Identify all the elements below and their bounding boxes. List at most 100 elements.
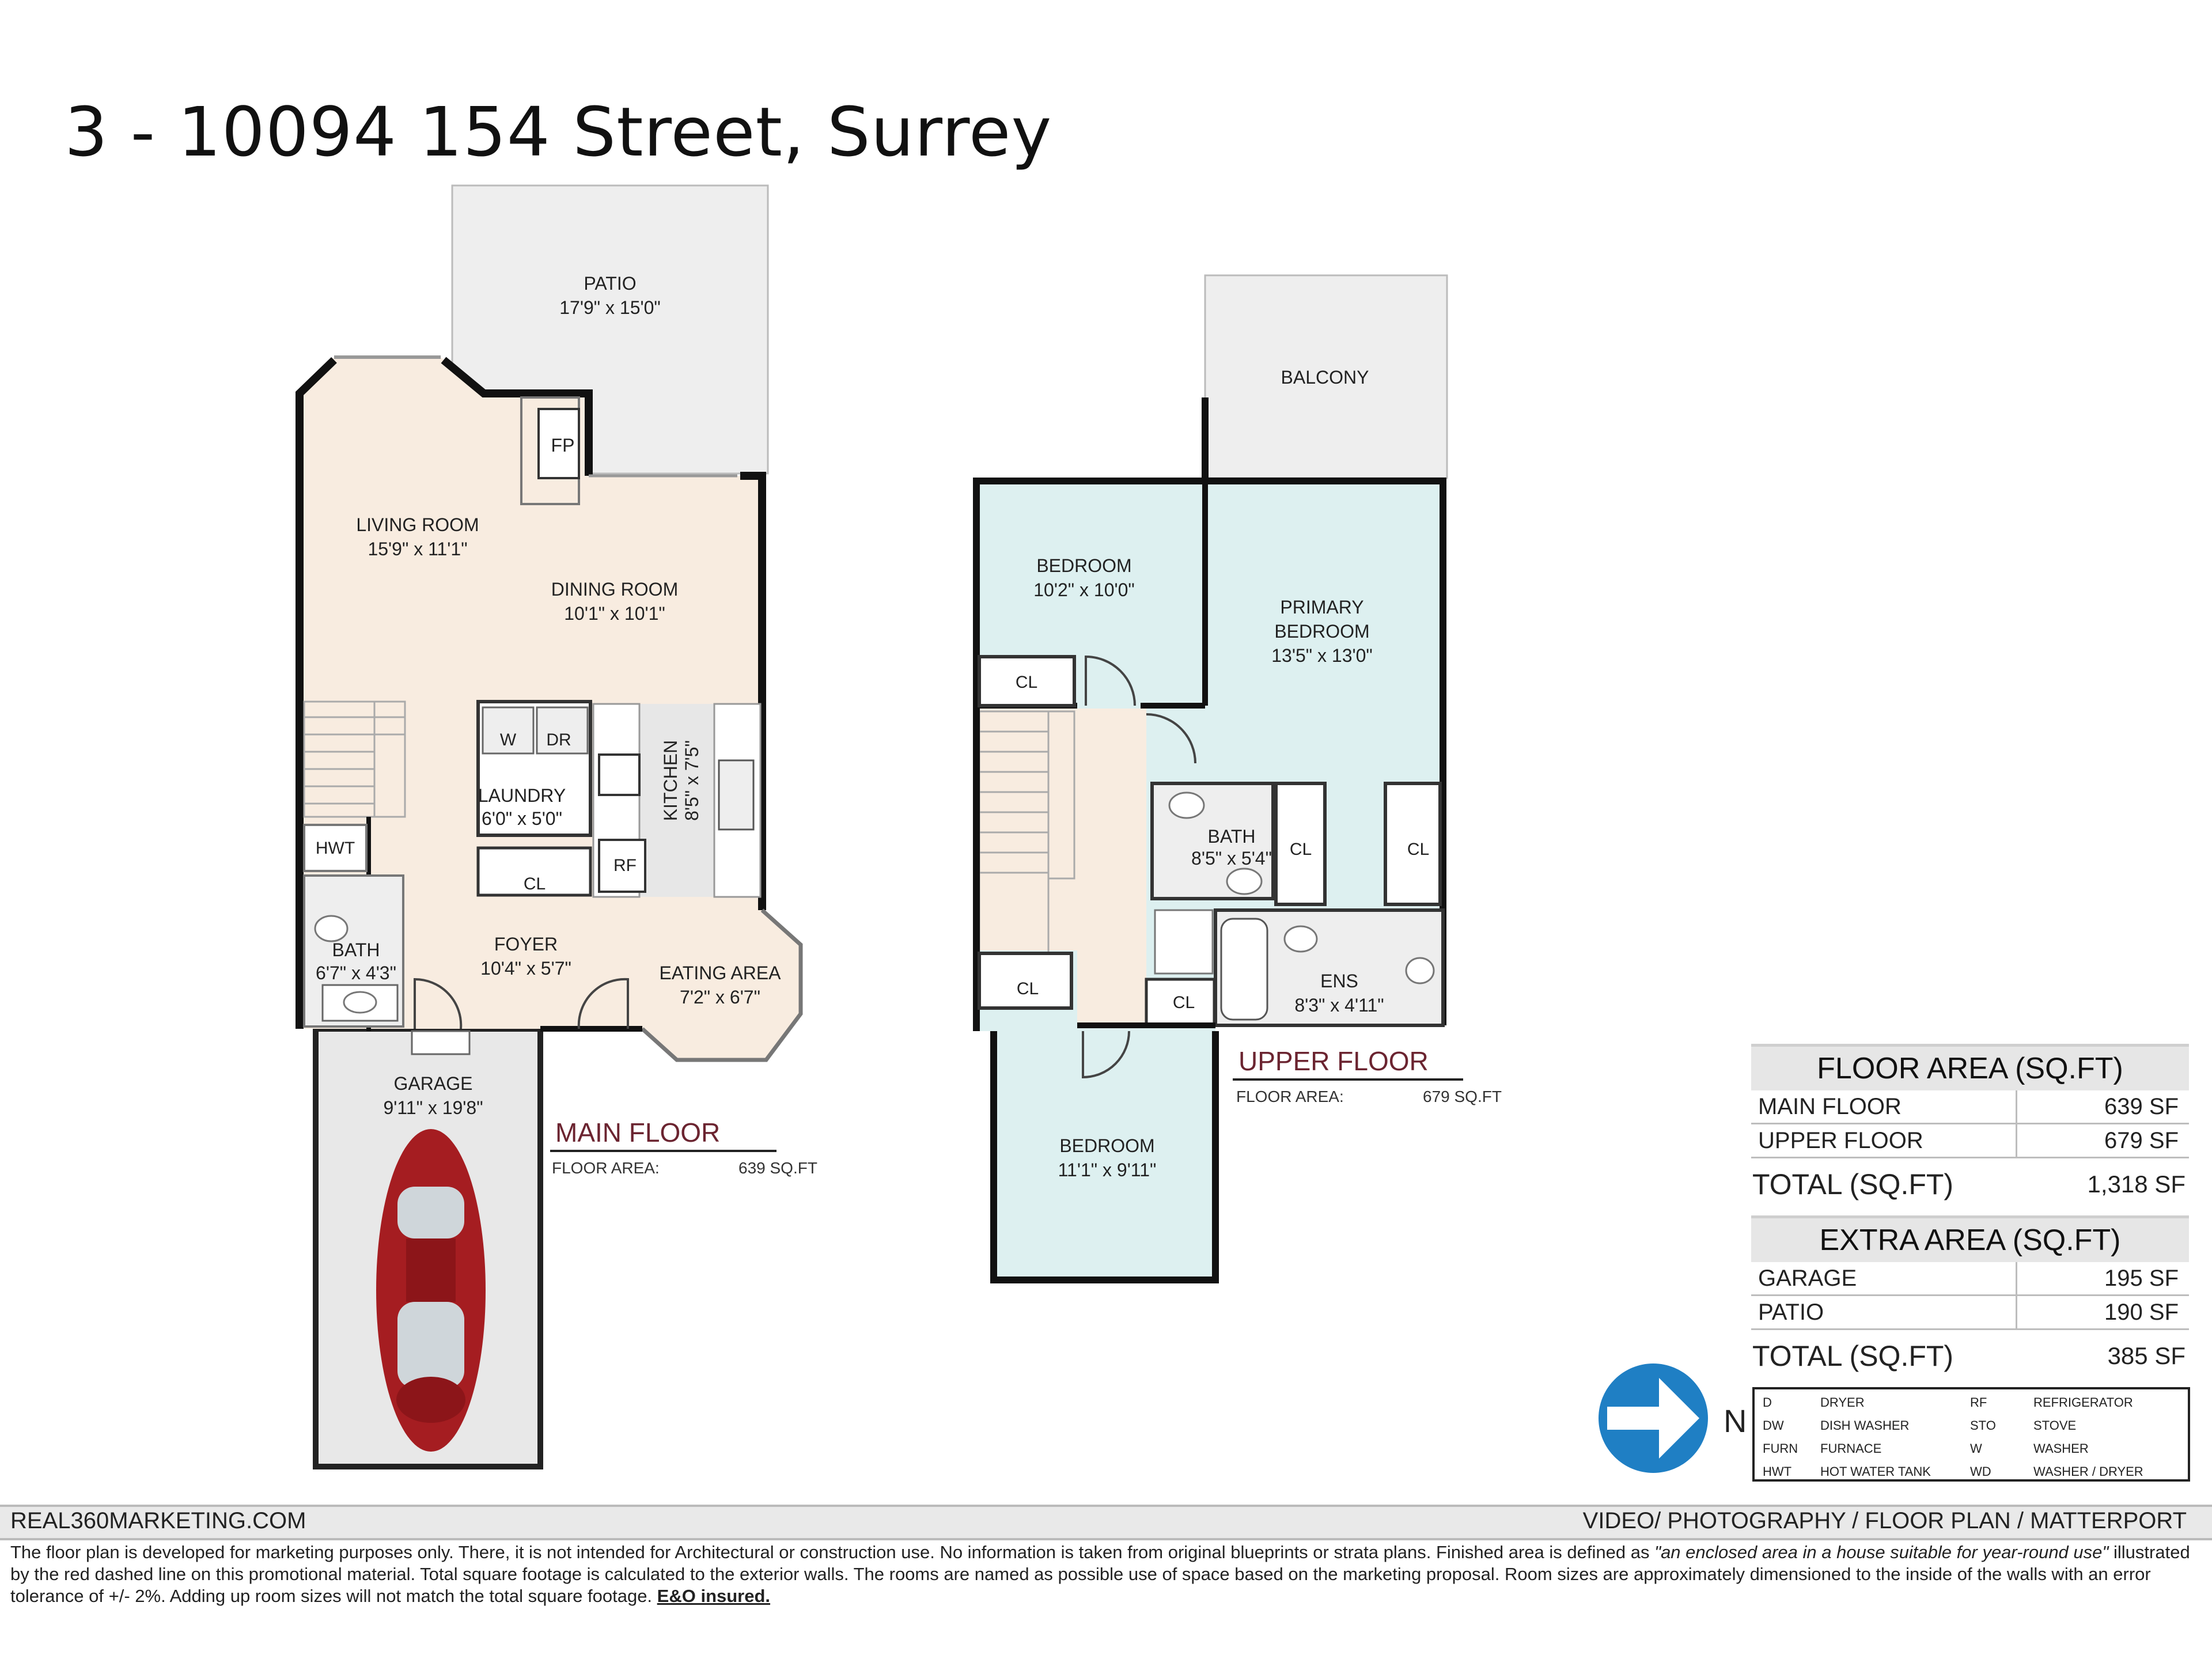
disclaimer-part-2: illustrated by the red dashed line on th… <box>10 1542 2190 1606</box>
total-label: TOTAL (SQ.FT) <box>1752 1340 1954 1372</box>
ensuite-label: ENS <box>1320 971 1358 991</box>
legend-code: WD <box>1970 1464 1991 1479</box>
legend-code: RF <box>1970 1395 1987 1410</box>
dryer-label: DR <box>546 730 571 749</box>
compass-label: N <box>1724 1403 1747 1439</box>
bedroom-1-size: 10'2" x 10'0" <box>1033 579 1135 600</box>
upper-closet-1 <box>978 655 1076 707</box>
upper-bath-label: BATH <box>1208 826 1256 847</box>
car-icon <box>376 1129 486 1452</box>
row-value: 639 SF <box>2016 1090 2182 1123</box>
upper-closet-3 <box>1384 782 1442 906</box>
upper-floor-area-label: FLOOR AREA: <box>1236 1088 1344 1105</box>
upper-closet-5 <box>978 952 1073 1010</box>
disclaimer-part-1: The floor plan is developed for marketin… <box>10 1542 1655 1562</box>
total-value: 1,318 SF <box>2087 1171 2186 1198</box>
legend-meaning: WASHER <box>2033 1441 2089 1456</box>
kitchen-label: KITCHEN <box>660 740 681 821</box>
legend-code: D <box>1763 1395 1772 1410</box>
primary-bedroom-label: PRIMARY <box>1280 597 1363 618</box>
upper-closet-3-label: CL <box>1407 840 1429 859</box>
upper-closet-5-label: CL <box>1017 979 1039 998</box>
laundry-label: LAUNDRY <box>478 785 566 806</box>
north-arrow-icon <box>1599 1363 1708 1473</box>
table-row: MAIN FLOOR 639 SF <box>1751 1090 2189 1124</box>
upper-floor-heading: UPPER FLOOR <box>1238 1046 1429 1076</box>
upper-closet-2 <box>1274 782 1327 906</box>
main-stairs <box>303 700 406 818</box>
main-floor-area-value: 639 SQ.FT <box>738 1159 817 1177</box>
footer-website-link[interactable]: REAL360MARKETING.COM <box>10 1508 306 1533</box>
legend-code: STO <box>1970 1418 1996 1433</box>
patio-label: PATIO <box>584 273 636 294</box>
legend-meaning: DRYER <box>1820 1395 1865 1410</box>
disclaimer-italic: "an enclosed area in a house suitable fo… <box>1654 1542 2109 1562</box>
legend-code: HWT <box>1763 1464 1792 1479</box>
row-value: 679 SF <box>2016 1124 2182 1157</box>
row-label: PATIO <box>1758 1300 1824 1325</box>
refrigerator <box>598 839 646 893</box>
bedroom-1-label: BEDROOM <box>1036 555 1131 576</box>
patio-size: 17'9" x 15'0" <box>559 297 661 318</box>
row-label: GARAGE <box>1758 1266 1857 1291</box>
laundry-size: 6'0" x 5'0" <box>482 808 562 829</box>
legend-code: DW <box>1763 1418 1784 1433</box>
main-floor-area-label: FLOOR AREA: <box>552 1159 660 1177</box>
hwt-closet <box>303 824 368 872</box>
floor-area-table: FLOOR AREA (SQ.FT) MAIN FLOOR 639 SF UPP… <box>1751 1044 2189 1210</box>
legend-meaning: HOT WATER TANK <box>1820 1464 1931 1479</box>
living-room-size: 15'9" x 11'1" <box>368 539 467 559</box>
legend-code: FURN <box>1763 1441 1798 1456</box>
upper-bath-size: 8'5" x 5'4" <box>1191 848 1272 869</box>
foyer-closet <box>476 846 592 897</box>
foyer-closet-label: CL <box>524 874 546 893</box>
ensuite-size: 8'3" x 4'11" <box>1294 995 1384 1016</box>
disclaimer-bold: E&O insured. <box>657 1586 771 1606</box>
upper-closet-4 <box>1145 978 1216 1027</box>
primary-bedroom-size: 13'5" x 13'0" <box>1271 645 1373 666</box>
dining-room-label: DINING ROOM <box>551 579 678 600</box>
abbreviation-legend: D DRYER RF REFRIGERATOR DW DISH WASHER S… <box>1752 1387 2190 1482</box>
table-total: TOTAL (SQ.FT) 1,318 SF <box>1751 1158 2189 1210</box>
eating-area-label: EATING AREA <box>659 963 781 983</box>
row-value: 190 SF <box>2016 1296 2182 1328</box>
upper-closet-2-label: CL <box>1290 840 1312 859</box>
page-title: 3 - 10094 154 Street, Surrey <box>65 92 1052 172</box>
living-room-label: LIVING ROOM <box>356 514 479 535</box>
upper-closet-4-label: CL <box>1173 993 1195 1012</box>
eating-area-size: 7'2" x 6'7" <box>680 987 760 1007</box>
footer-bar <box>0 1505 2212 1540</box>
footer-services: VIDEO/ PHOTOGRAPHY / FLOOR PLAN / MATTER… <box>1582 1508 2187 1533</box>
balcony-label: BALCONY <box>1281 367 1369 388</box>
row-label: MAIN FLOOR <box>1758 1094 1902 1119</box>
legend-meaning: REFRIGERATOR <box>2033 1395 2133 1410</box>
table-total: TOTAL (SQ.FT) 385 SF <box>1751 1330 2189 1382</box>
kitchen-sink <box>718 759 755 831</box>
extra-area-heading: EXTRA AREA (SQ.FT) <box>1751 1215 2189 1262</box>
rf-label: RF <box>613 856 637 875</box>
stove <box>598 753 641 796</box>
washer-label: W <box>500 730 517 749</box>
kitchen-size: 8'5" x 7'5" <box>681 740 702 821</box>
extra-area-table: EXTRA AREA (SQ.FT) GARAGE 195 SF PATIO 1… <box>1751 1215 2189 1382</box>
legend-code: W <box>1970 1441 1982 1456</box>
fp-label: FP <box>551 435 575 456</box>
upper-floor-area-value: 679 SQ.FT <box>1423 1088 1502 1105</box>
dining-room-size: 10'1" x 10'1" <box>564 603 665 624</box>
total-value: 385 SF <box>2107 1342 2186 1369</box>
bedroom-2-size: 11'1" x 9'11" <box>1058 1160 1157 1180</box>
row-value: 195 SF <box>2016 1262 2182 1294</box>
legend-meaning: FURNACE <box>1820 1441 1882 1456</box>
table-row: UPPER FLOOR 679 SF <box>1751 1124 2189 1158</box>
garage-size: 9'11" x 19'8" <box>383 1097 483 1118</box>
foyer-size: 10'4" x 5'7" <box>480 958 571 979</box>
legend-meaning: STOVE <box>2033 1418 2077 1433</box>
floor-area-heading: FLOOR AREA (SQ.FT) <box>1751 1044 2189 1090</box>
table-row: PATIO 190 SF <box>1751 1296 2189 1330</box>
disclaimer-text: The floor plan is developed for marketin… <box>10 1541 2199 1607</box>
main-floor-heading: MAIN FLOOR <box>555 1118 720 1147</box>
hwt-label: HWT <box>316 839 355 858</box>
garage-label: GARAGE <box>394 1073 473 1094</box>
